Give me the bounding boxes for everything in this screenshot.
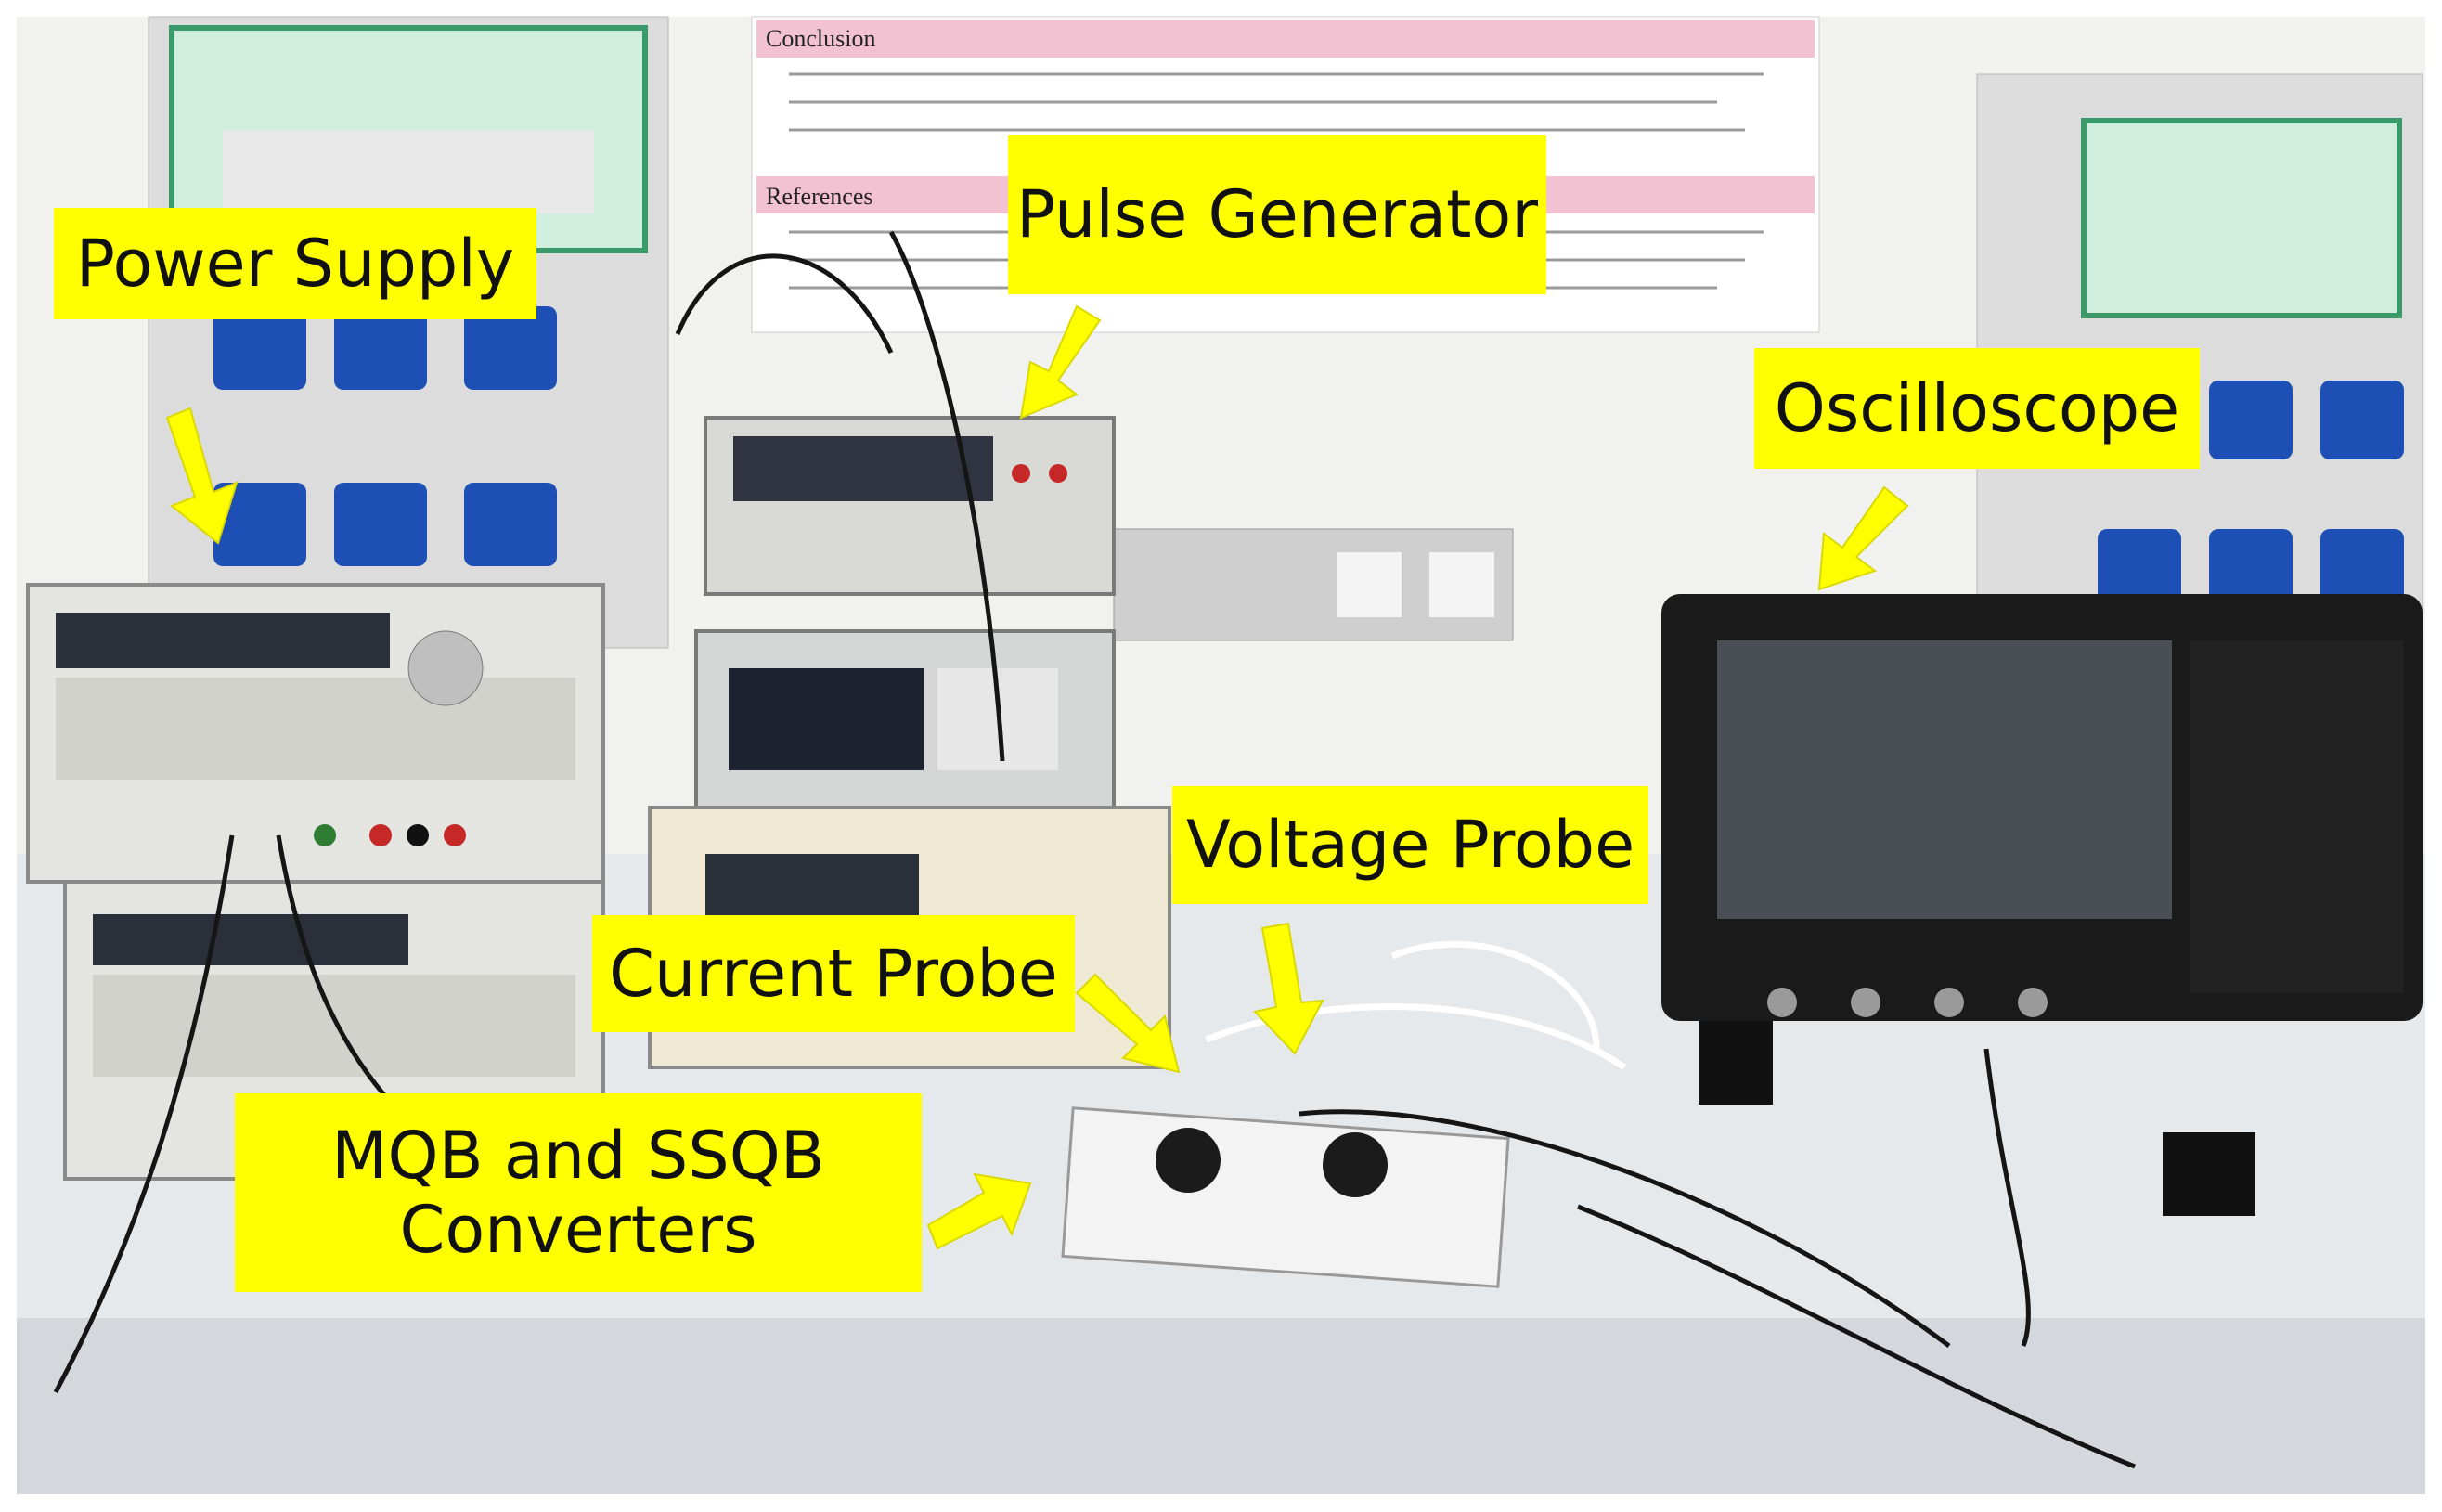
arrow-oscilloscope: [1817, 485, 1909, 591]
power-supply-bottom: [63, 880, 605, 1181]
bench-edge: [17, 1318, 2425, 1494]
poster: Conclusion References: [751, 16, 1820, 333]
benchtop-multimeter: [704, 416, 1116, 596]
waveform-generator: [694, 629, 1116, 819]
power-supply-top: [26, 583, 605, 884]
electrical-panel-left: [148, 16, 669, 649]
oscilloscope-unit: [1661, 594, 2423, 1216]
label-voltage-probe: Voltage Probe: [1172, 786, 1648, 904]
poster-header-conclusion: [756, 20, 1815, 58]
poster-references-heading: References: [766, 183, 872, 210]
label-oscilloscope: Oscilloscope: [1754, 348, 2200, 469]
arrow-pulse-generator: [1019, 304, 1102, 420]
wall-socket-strip: [1113, 528, 1514, 641]
label-mqb-ssqb-converters: MQB and SSQB Converters: [235, 1093, 922, 1292]
label-converters-line2: Converters: [399, 1192, 757, 1268]
arrow-current-probe: [1075, 973, 1181, 1074]
label-current-probe: Current Probe: [592, 915, 1075, 1032]
arrow-voltage-probe: [1253, 922, 1324, 1055]
arrow-converters: [926, 1172, 1032, 1250]
breadboard-converters: [1061, 1106, 1510, 1288]
label-pulse-generator: Pulse Generator: [1008, 135, 1546, 294]
arrow-power-supply: [165, 407, 239, 545]
label-converters-line1: MQB and SSQB: [331, 1117, 825, 1194]
label-power-supply: Power Supply: [54, 208, 536, 319]
poster-conclusion-heading: Conclusion: [766, 25, 875, 52]
